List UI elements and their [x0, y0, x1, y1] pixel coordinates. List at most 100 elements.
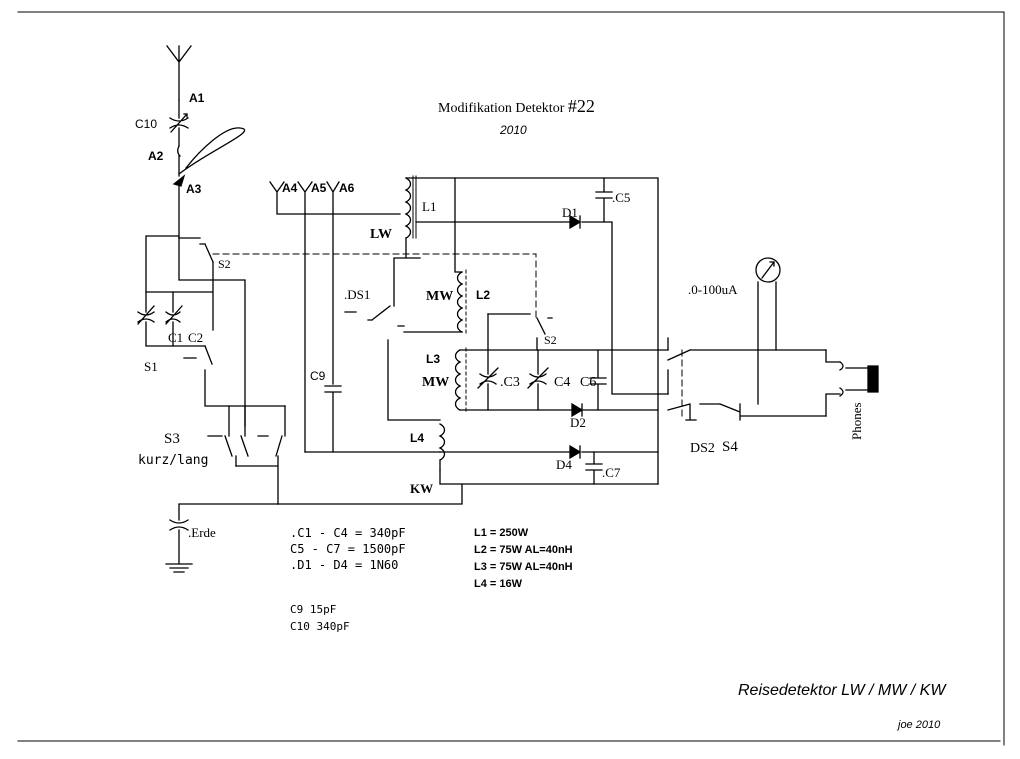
- label-d4: D4: [556, 457, 572, 472]
- label-s3-sub: kurz/lang: [138, 453, 209, 468]
- label-a2: A2: [148, 149, 164, 163]
- capacitor-c10: [169, 99, 189, 147]
- label-ds1: .DS1: [344, 287, 371, 302]
- label-l1: L1: [422, 199, 437, 214]
- label-phones: Phones: [849, 402, 864, 440]
- wire-l2-top: [454, 177, 463, 273]
- parts-line: .C1 - C4 = 340pF: [290, 526, 406, 540]
- capacitor-c9: [324, 385, 342, 453]
- antenna-a3-arrow: [172, 174, 186, 187]
- title-text: Modifikation Detektor: [438, 101, 565, 116]
- wire-s3-left: [207, 405, 249, 467]
- antenna-a1-symbol: [166, 45, 192, 101]
- label-l2: L2: [476, 288, 491, 302]
- antenna-a4: [269, 181, 401, 215]
- diagram-year: 2010: [500, 123, 527, 137]
- parts-line: L3 = 75W AL=40nH: [474, 561, 573, 573]
- wire-c1c2-box: [145, 235, 214, 347]
- label-s3: S3: [164, 431, 180, 447]
- label-s4: S4: [722, 439, 738, 455]
- label-ds2: DS2: [690, 441, 715, 456]
- parts-line: L2 = 75W AL=40nH: [474, 544, 573, 556]
- label-c2: C2: [188, 330, 204, 345]
- coil-l2: [456, 271, 464, 333]
- label-c7: .C7: [602, 465, 621, 480]
- label-erde: .Erde: [188, 525, 216, 540]
- capacitor-c6: [589, 349, 607, 411]
- label-c10: C10: [135, 117, 158, 131]
- parts-list-caps: .C1 - C4 = 340pF C5 - C7 = 1500pF .D1 - …: [290, 527, 406, 571]
- label-a6: A6: [339, 181, 355, 195]
- wire-l1-top: [405, 177, 659, 485]
- parts-line: L4 = 16W: [474, 578, 522, 590]
- phones-symbol: [867, 365, 879, 393]
- label-s2-top: S2: [218, 257, 231, 271]
- label-kw: KW: [410, 481, 434, 496]
- page-frame: [17, 11, 1005, 746]
- label-lw: LW: [370, 227, 393, 242]
- parts-line: L1 = 250W: [474, 527, 529, 539]
- coil-l1: [404, 177, 412, 239]
- label-mw-l3: MW: [422, 375, 450, 390]
- wire-meter: [757, 281, 777, 405]
- label-a1: A1: [189, 91, 205, 105]
- capacitor-c2: [165, 291, 183, 347]
- wire-s2-mid: [487, 313, 553, 351]
- label-s1: S1: [144, 359, 158, 374]
- wire-l1-bottom: [405, 237, 421, 259]
- footer-caption: Reisedetektor LW / MW / KW: [738, 682, 946, 699]
- wire-l4-kw: [277, 469, 659, 505]
- loop-antenna: [177, 127, 246, 177]
- switch-ds2: [667, 337, 827, 421]
- wire-s2-mech-link: [212, 253, 537, 319]
- label-c6: C6: [580, 375, 597, 390]
- capacitor-c3: [477, 313, 499, 411]
- coil-l1-core: [412, 175, 417, 239]
- switch-s1: [183, 345, 286, 407]
- antenna-a6: [326, 181, 340, 385]
- capacitor-c5: [595, 177, 613, 223]
- label-c9: C9: [310, 369, 326, 383]
- diode-d2: [571, 402, 584, 418]
- label-d1: D1: [562, 205, 578, 220]
- diode-d4: [569, 444, 582, 460]
- label-l3: L3: [426, 352, 441, 366]
- parts-list-extra: C9 15pF C10 340pF: [290, 604, 350, 632]
- label-c5: .C5: [612, 190, 631, 205]
- wire-d1: [415, 221, 669, 395]
- parts-line: C9 15pF: [290, 603, 337, 616]
- switch-ds1: [344, 257, 441, 421]
- label-c4: C4: [554, 375, 571, 390]
- ground-erde: [165, 503, 279, 573]
- capacitor-c7: [585, 451, 603, 485]
- switch-s3: [235, 405, 286, 505]
- diode-d1: [569, 214, 582, 230]
- label-mw-l2: MW: [426, 289, 454, 304]
- coil-l3: [454, 349, 462, 411]
- label-a5: A5: [311, 181, 327, 195]
- label-meter: .0-100uA: [688, 282, 738, 297]
- parts-line: C5 - C7 = 1500pF: [290, 542, 406, 556]
- phones-wires: [825, 349, 841, 417]
- coil-l4: [438, 423, 446, 471]
- parts-list-coils: L1 = 250W L2 = 75W AL=40nH L3 = 75W AL=4…: [474, 528, 573, 590]
- capacitor-c4: [527, 349, 549, 411]
- label-a3: A3: [186, 182, 202, 196]
- label-c1: C1: [168, 330, 184, 345]
- label-a4: A4: [282, 181, 298, 195]
- footer-author: joe 2010: [898, 719, 941, 731]
- diagram-title: Modifikation Detektor #22: [438, 97, 595, 116]
- phones-jack: [839, 361, 869, 397]
- antenna-a5: [297, 181, 313, 453]
- label-c3: .C3: [500, 375, 520, 390]
- title-number: #22: [567, 96, 595, 116]
- parts-line: C10 340pF: [290, 620, 350, 633]
- parts-line: .D1 - D4 = 1N60: [290, 558, 399, 572]
- capacitor-c1: [137, 305, 155, 325]
- switch-s4: [699, 403, 827, 421]
- label-l4: L4: [410, 431, 425, 445]
- label-d2: D2: [570, 415, 586, 430]
- label-s2-mid: S2: [544, 333, 557, 347]
- wire-s2-out: [145, 237, 246, 427]
